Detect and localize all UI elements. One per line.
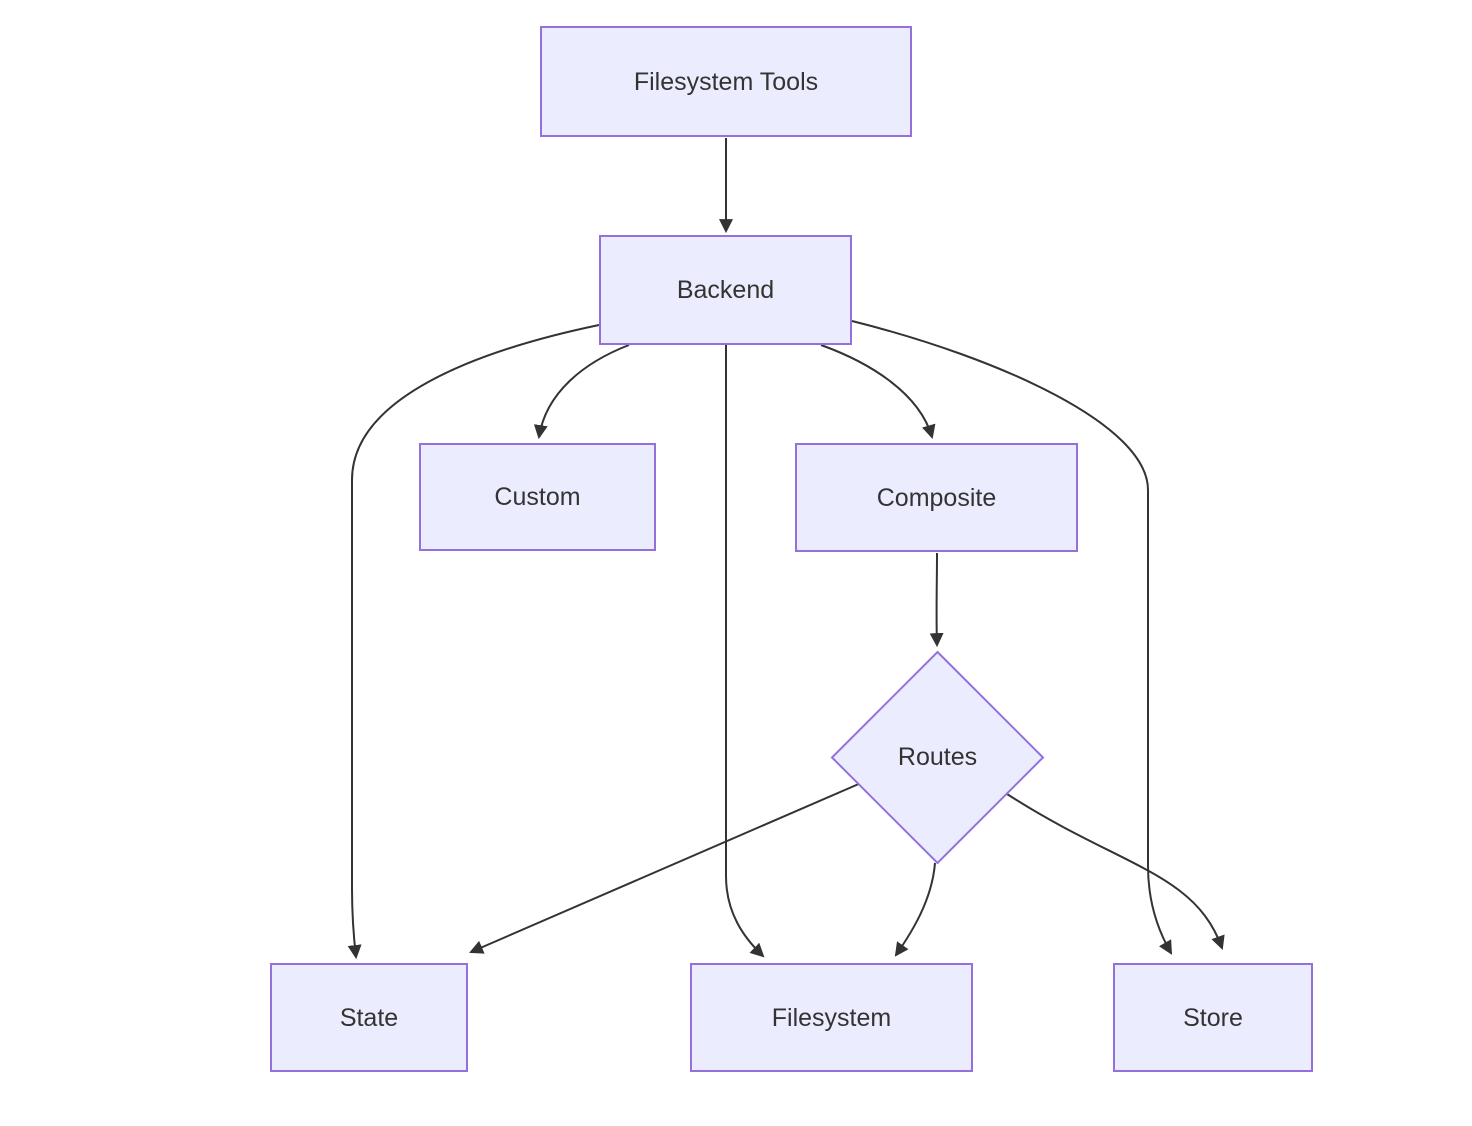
node-routes-label: Routes xyxy=(897,743,978,771)
node-custom-label: Custom xyxy=(494,483,581,511)
node-backend-label: Backend xyxy=(676,276,775,304)
node-composite: Composite xyxy=(795,443,1078,552)
edge-backend-to-state xyxy=(347,324,600,960)
edge-backend-to-store xyxy=(851,320,1173,955)
node-routes-shape xyxy=(830,650,1045,865)
edge-routes-to-store xyxy=(1006,793,1225,950)
node-state-label: State xyxy=(339,1003,399,1032)
edge-backend-to-filesystem xyxy=(725,345,765,958)
node-store: Store xyxy=(1113,963,1313,1072)
edge-routes-to-state xyxy=(469,782,862,954)
edge-routes-to-filesystem xyxy=(894,862,936,957)
node-filesystem-tools-label: Filesystem Tools xyxy=(633,67,819,96)
node-backend: Backend xyxy=(599,235,852,345)
node-custom: Custom xyxy=(419,443,656,551)
node-filesystem-tools: Filesystem Tools xyxy=(540,26,912,137)
edge-backend-to-custom xyxy=(533,344,630,440)
node-composite-label: Composite xyxy=(876,483,997,512)
node-store-label: Store xyxy=(1183,1003,1243,1032)
node-filesystem: Filesystem xyxy=(690,963,973,1072)
edge-backend-to-composite xyxy=(820,344,936,440)
node-filesystem-label: Filesystem xyxy=(771,1003,892,1032)
node-state: State xyxy=(270,963,468,1072)
